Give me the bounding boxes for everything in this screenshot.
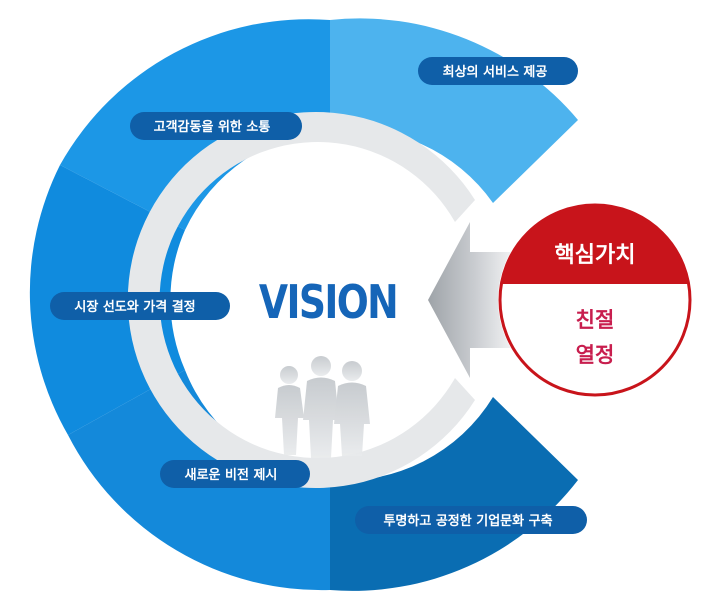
badge-value-1: 친절 [576, 308, 615, 332]
badge-title: 핵심가치 [555, 243, 636, 268]
value-label-2: 고객감동을 위한 소통 [154, 119, 271, 135]
badge-value-2: 열정 [576, 343, 615, 367]
badge-header [501, 206, 689, 284]
arrow-left-icon [428, 222, 512, 378]
people-silhouette-icon [275, 356, 370, 458]
segment-top-right [330, 18, 578, 204]
value-label-3: 시장 선도와 가격 결정 [74, 299, 195, 315]
vision-title: VISION [259, 275, 397, 329]
value-label-4: 새로운 비전 제시 [185, 467, 278, 483]
value-label-1: 최상의 서비스 제공 [443, 64, 548, 80]
segment-bottom-right [330, 397, 578, 591]
core-value-badge: 핵심가치 친절 열정 [498, 203, 692, 397]
value-label-5: 투명하고 공정한 기업문화 구축 [383, 513, 552, 529]
value-pill-5: 투명하고 공정한 기업문화 구축 [355, 506, 587, 534]
value-pill-2: 고객감동을 위한 소통 [130, 112, 302, 140]
value-pill-1: 최상의 서비스 제공 [418, 57, 578, 85]
value-pill-3: 시장 선도와 가격 결정 [50, 292, 230, 320]
value-pill-4: 새로운 비전 제시 [160, 460, 310, 488]
